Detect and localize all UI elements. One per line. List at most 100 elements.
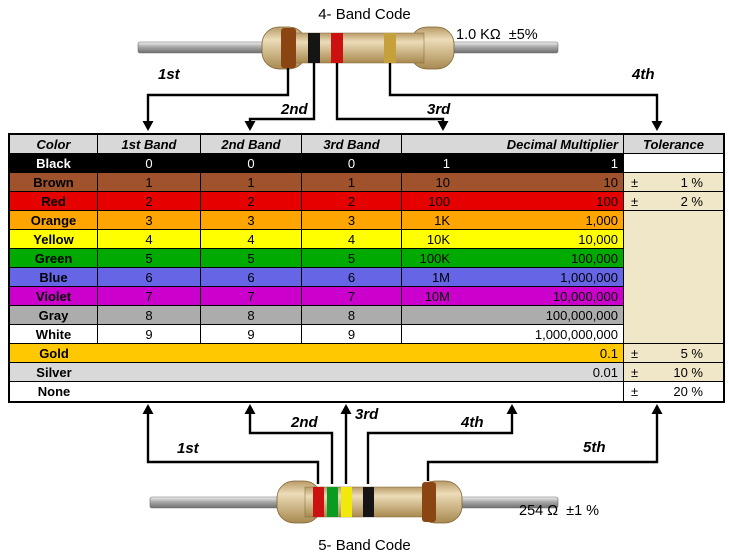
band-digit-cell: 2	[98, 192, 201, 211]
multiplier-cell: 100K 100,000	[402, 249, 624, 268]
color-name: Green	[34, 250, 73, 266]
band-digit-cell: 0	[98, 154, 201, 173]
tolerance-sign: ±	[631, 384, 639, 399]
color-name-cell: Green	[10, 249, 98, 268]
band-digit-cell: 4	[302, 230, 402, 249]
color-name: Gray	[38, 307, 69, 323]
arrowhead-down-icon	[244, 121, 256, 131]
multiplier-short-value: 10	[435, 174, 450, 190]
column-header: 3rd Band	[302, 135, 402, 154]
multiplier-short-value: 1M	[431, 269, 450, 285]
band-digit-cell: 3	[201, 211, 302, 230]
tolerance-cell: ±10 %	[624, 363, 723, 382]
arrowhead-up-icon	[340, 404, 352, 414]
band-digit-cell: 9	[302, 325, 402, 344]
four-band-value-label: 1.0 KΩ ±5%	[456, 27, 538, 43]
arrow-line-bottom-5th	[426, 412, 659, 481]
band-digit-cell: 1	[98, 173, 201, 192]
tolerance-cell	[624, 154, 723, 173]
tolerance-value: 2 %	[680, 193, 703, 209]
color-name-cell: Gray	[10, 306, 98, 325]
band-black-icon	[363, 487, 374, 517]
arrow-line-bottom-4th	[366, 412, 514, 484]
arrowhead-down-icon	[142, 121, 154, 131]
color-name-cell: Black	[10, 154, 98, 173]
column-header: Tolerance	[624, 135, 723, 154]
band-digit-cell: 2	[302, 192, 402, 211]
multiplier-short-value: 1K	[434, 212, 450, 228]
arrow-label-bottom-3rd: 3rd	[355, 406, 379, 423]
band-brown-icon	[281, 28, 296, 68]
five-band-value-label: 254 Ω ±1 %	[519, 503, 600, 519]
band-digit-cell: 8	[98, 306, 201, 325]
band-digit-cell: 4	[98, 230, 201, 249]
band-digit-cell: 9	[201, 325, 302, 344]
multiplier-value: 0.1	[599, 345, 618, 361]
color-name-cell: Red	[10, 192, 98, 211]
multiplier-long-value: 100,000,000	[545, 307, 618, 323]
color-name-cell: White	[10, 325, 98, 344]
multiplier-value: 0.01	[592, 364, 618, 380]
color-name-cell: Brown	[10, 173, 98, 192]
tolerance-value: 20 %	[673, 384, 703, 399]
tolerance-cell: ±1 %	[624, 173, 723, 192]
arrowhead-up-icon	[244, 404, 256, 414]
band-digit-cell: 9	[98, 325, 201, 344]
tolerance-value: 1 %	[680, 174, 703, 190]
column-header: Decimal Multiplier	[402, 135, 624, 154]
multiplier-short-value: 1	[442, 155, 450, 171]
color-name: Red	[41, 193, 66, 209]
arrow-label-top-2nd: 2nd	[281, 101, 308, 118]
resistor-lead-left	[149, 496, 283, 509]
band-digit-cell: 5	[98, 249, 201, 268]
color-name: Silver	[36, 364, 72, 380]
band-digit-cell: 4	[201, 230, 302, 249]
band-digit-cell: 2	[201, 192, 302, 211]
band-yellow-icon	[341, 487, 352, 517]
band-red-icon	[313, 487, 324, 517]
arrow-label-top-4th: 4th	[632, 66, 655, 83]
band-digit-cell: 5	[302, 249, 402, 268]
arrowhead-up-icon	[142, 404, 154, 414]
band-gold-icon	[384, 33, 396, 63]
band-digit-cell: 8	[302, 306, 402, 325]
band-digit-cell: 6	[201, 268, 302, 287]
tolerance-value: 10 %	[673, 364, 703, 380]
multiplier-long-value: 1,000,000,000	[534, 326, 618, 342]
arrow-label-bottom-2nd: 2nd	[291, 414, 318, 431]
multiplier-long-value: 10,000,000	[552, 288, 618, 304]
band-digit-cell: 7	[98, 287, 201, 306]
tolerance-sign: ±	[631, 174, 639, 190]
band-digit-cell: 6	[98, 268, 201, 287]
band-digit-cell: 6	[302, 268, 402, 287]
color-name-cell: Violet	[10, 287, 98, 306]
arrowhead-down-icon	[437, 121, 449, 131]
four-band-code-title: 4- Band Code	[318, 6, 411, 23]
color-name: Orange	[30, 212, 77, 228]
table-row-silver: Silver 0.01	[10, 363, 624, 382]
multiplier-long-value: 100,000	[571, 250, 618, 266]
tolerance-cell: ±20 %	[624, 382, 723, 401]
arrow-label-bottom-5th: 5th	[583, 439, 606, 456]
arrowhead-down-icon	[651, 121, 663, 131]
band-digit-cell: 5	[201, 249, 302, 268]
color-name: Brown	[33, 174, 74, 190]
five-band-code-title: 5- Band Code	[318, 537, 411, 554]
arrow-label-bottom-1st: 1st	[177, 440, 199, 457]
arrow-label-top-3rd: 3rd	[427, 101, 451, 118]
band-digit-cell: 1	[201, 173, 302, 192]
color-name-cell: Yellow	[10, 230, 98, 249]
multiplier-short-value: 100K	[419, 250, 450, 266]
five-band-arrows	[142, 404, 663, 484]
tolerance-sign: ±	[631, 345, 639, 361]
color-name: None	[37, 384, 71, 399]
tolerance-cell: ±5 %	[624, 344, 723, 363]
tolerance-sign: ±	[631, 364, 639, 380]
multiplier-long-value: 10	[603, 174, 618, 190]
